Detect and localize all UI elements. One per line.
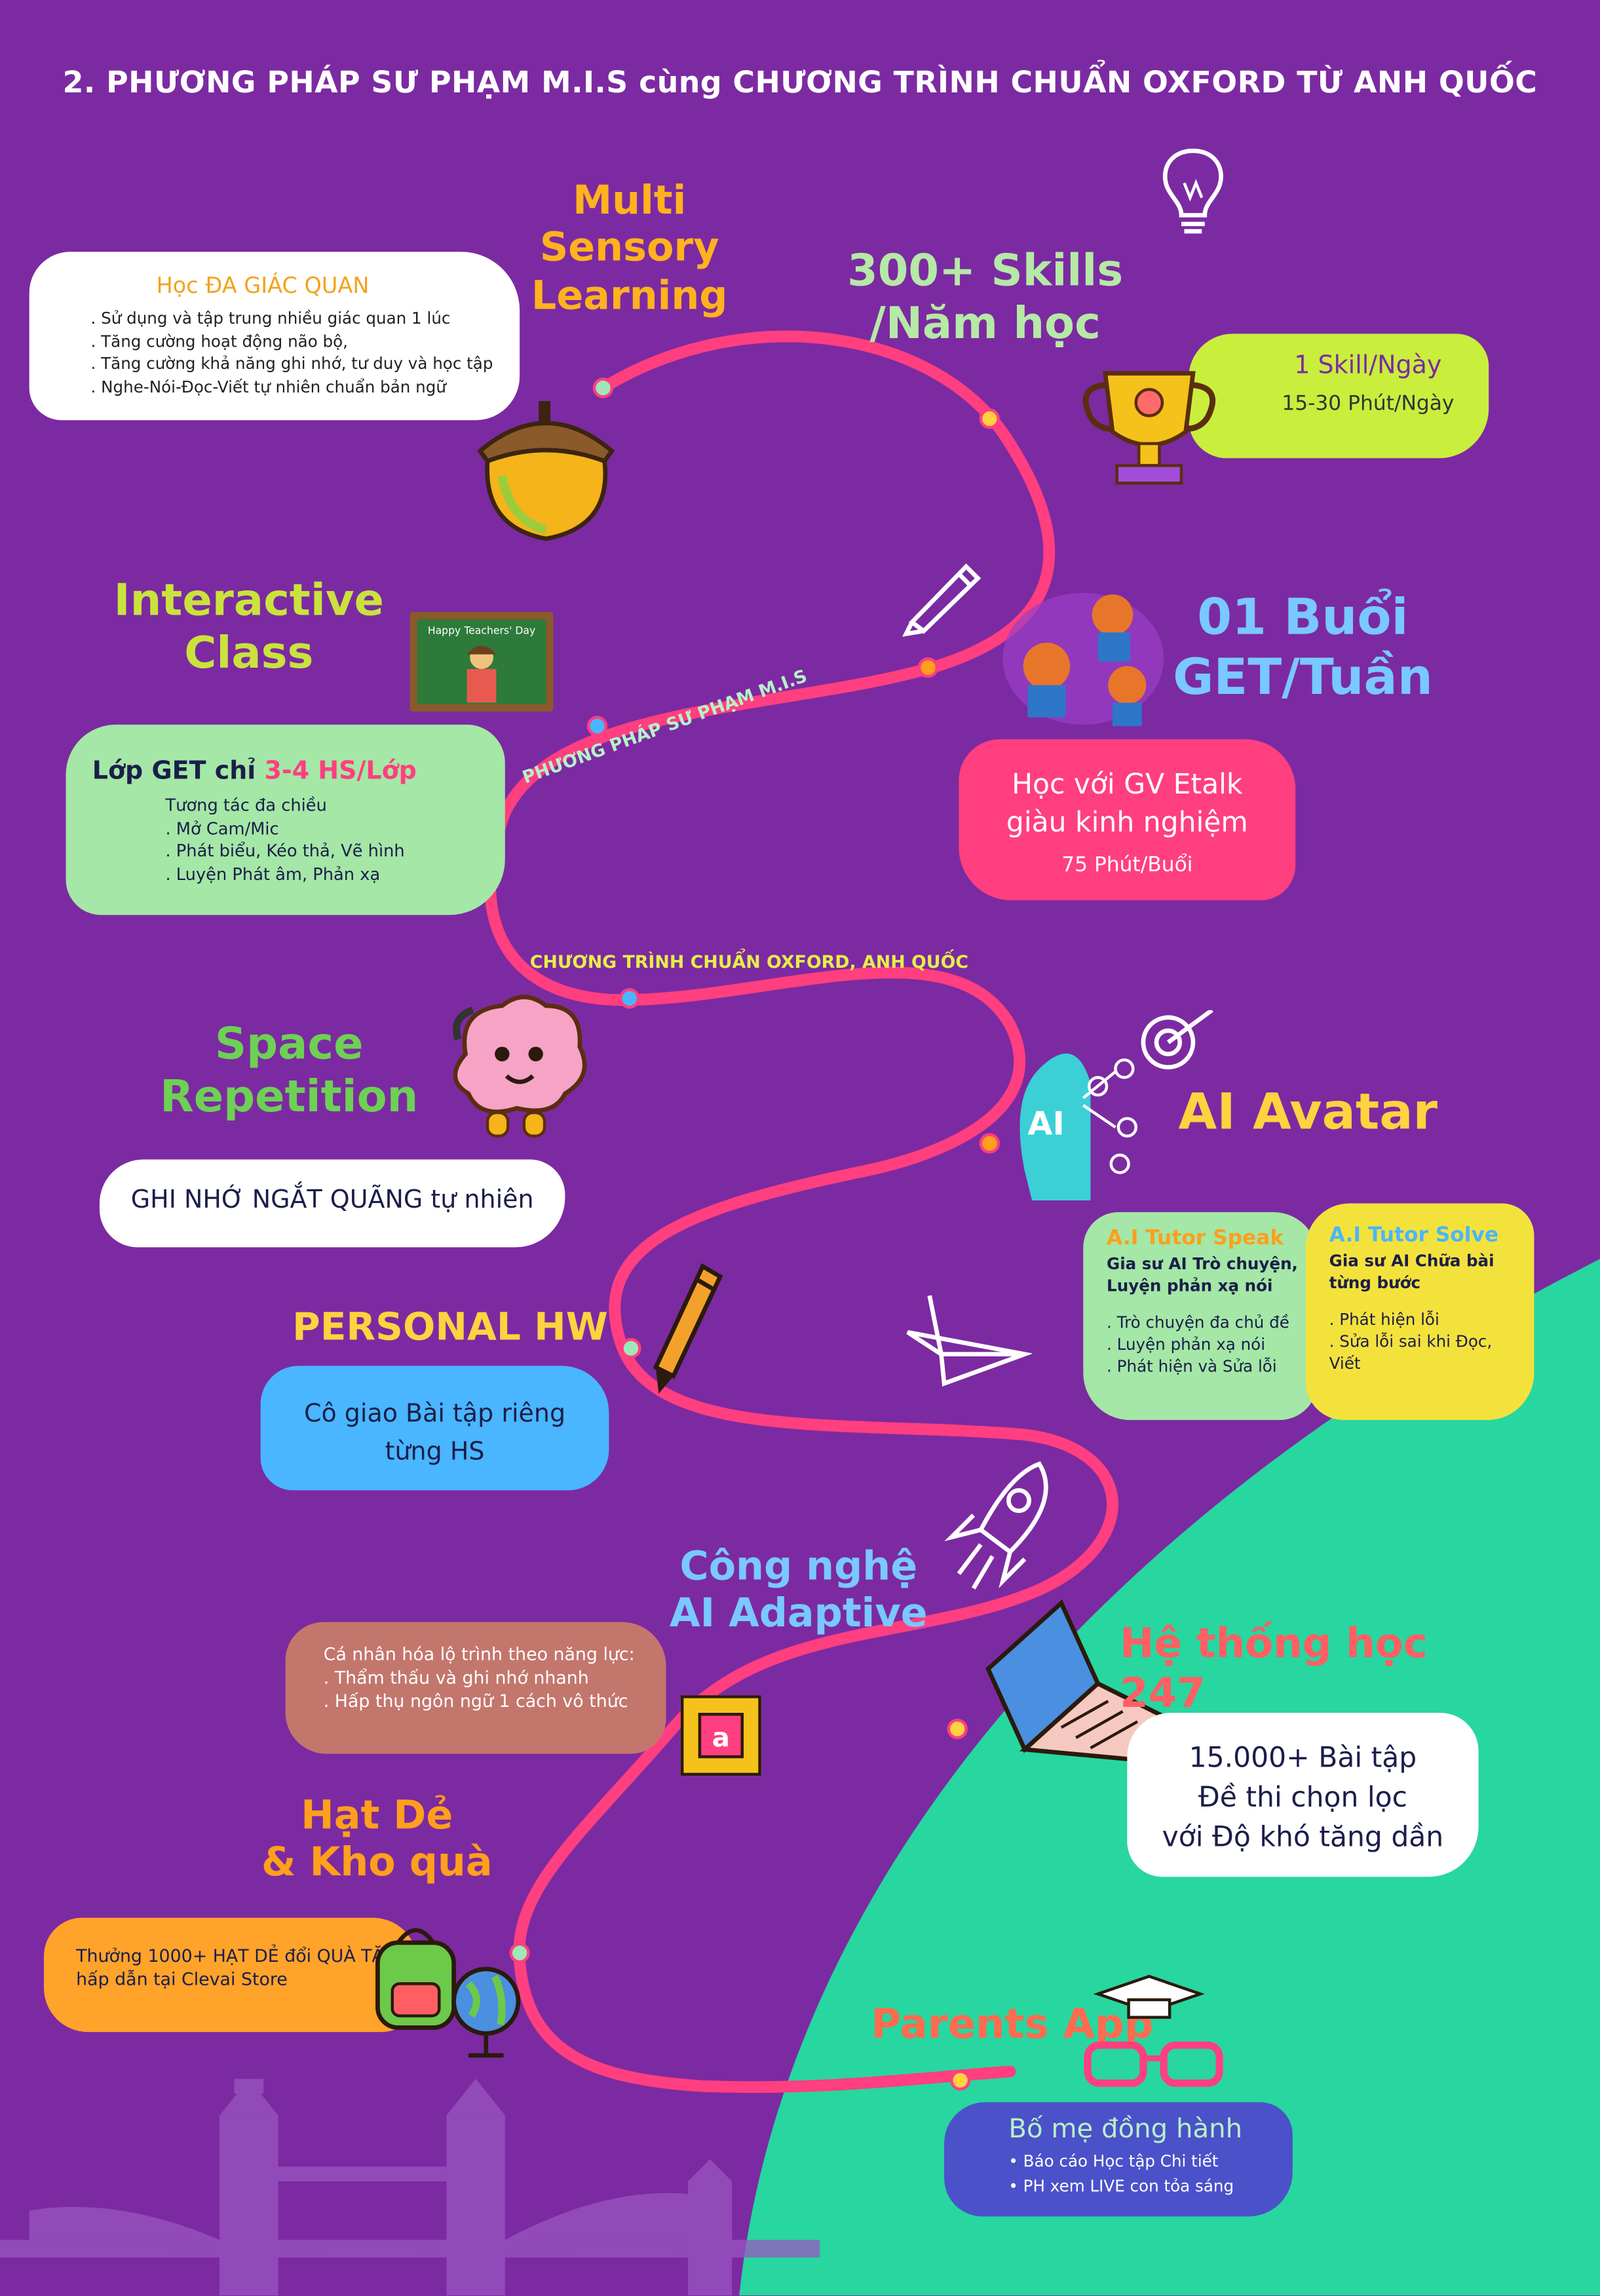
adaptive-bullets: . Thẩm thấu và ghi nhớ nhanh . Hấp thụ n… <box>323 1667 628 1712</box>
multi-sensory-card-title: Học ĐA GIÁC QUAN <box>156 272 370 299</box>
ai-chip-icon: a <box>680 1695 761 1776</box>
multi-sensory-bullets: . Sử dụng và tập trung nhiều giác quan 1… <box>90 309 493 396</box>
rocket-icon <box>944 1461 1048 1590</box>
parents-heading: Parents App <box>871 1999 1154 2048</box>
get-heading: 01 Buổi GET/Tuần <box>1173 588 1433 707</box>
interactive-heading: Interactive Class <box>113 575 384 679</box>
ai-speak-card: A.I Tutor Speak Gia sư AI Trò chuyện, Lu… <box>1083 1212 1318 1421</box>
skills-heading: 300+ Skills /Năm học <box>847 246 1124 350</box>
paper-plane-icon <box>906 1295 1033 1387</box>
pencil-icon <box>902 563 981 637</box>
backpack-globe-icon <box>375 1928 521 2058</box>
skills-card: 1 Skill/Ngày 15-30 Phút/Ngày <box>1189 334 1489 459</box>
lightbulb-icon <box>1162 148 1223 234</box>
ai-solve-card: A.I Tutor Solve Gia sư AI Chữa bài từng … <box>1305 1203 1534 1421</box>
adaptive-card: Cá nhân hóa lộ trình theo năng lực: . Th… <box>285 1622 666 1754</box>
parents-bullets: • Báo cáo Học tập Chi tiết • PH xem LIVE… <box>1008 2152 1234 2196</box>
acorn-icon <box>477 401 615 541</box>
system247-heading: Hệ thống học 247 <box>1120 1619 1428 1717</box>
graduation-glasses-icon <box>1084 1974 1223 2087</box>
get-card: Học với GV Etalk giàu kinh nghiệm 75 Phú… <box>959 739 1296 901</box>
teacher-board: Happy Teachers' Day <box>410 611 554 712</box>
page-title: 2. PHƯƠNG PHÁP SƯ PHẠM M.I.S cùng CHƯƠNG… <box>62 64 1538 100</box>
brain-icon <box>452 995 587 1138</box>
parents-card: Bố mẹ đồng hành • Báo cáo Học tập Chi ti… <box>944 2102 1293 2217</box>
interactive-bullets: . Mở Cam/Mic . Phát biểu, Kéo thả, Vẽ hì… <box>165 817 405 884</box>
hat-de-heading: Hạt Dẻ & Kho quà <box>261 1793 493 1886</box>
ai-head-icon <box>1019 1010 1213 1201</box>
ai-avatar-heading: AI Avatar <box>1178 1083 1438 1142</box>
interactive-card-title: Lớp GET chỉ 3-4 HS/Lớp <box>92 757 417 786</box>
tower-bridge-silhouette <box>0 2078 820 2296</box>
hat-de-card: Thưởng 1000+ HẠT DẺ đổi QUÀ TẶNG hấp dẫn… <box>44 1917 417 2033</box>
multi-sensory-card: Học ĐA GIÁC QUAN . Sử dụng và tập trung … <box>29 252 520 421</box>
multi-sensory-heading: Multi Sensory Learning <box>531 178 728 319</box>
pen-icon <box>653 1263 723 1394</box>
ai-head-label: AI <box>1027 1107 1065 1143</box>
squirrels-icon <box>981 571 1171 732</box>
system247-card: 15.000+ Bài tập Đề thi chọn lọc với Độ k… <box>1127 1713 1479 1877</box>
interactive-card: Lớp GET chỉ 3-4 HS/Lớp Tương tác đa chiề… <box>66 724 505 915</box>
path-dots <box>509 377 1000 2091</box>
space-card: GHI NHỚ NGẮT QUÃNG tự nhiên <box>99 1159 565 1248</box>
teacher-icon <box>467 645 497 703</box>
ai-solve-bullets: . Phát hiện lỗi . Sửa lỗi sai khi Đọc, V… <box>1329 1310 1493 1373</box>
personal-hw-heading: PERSONAL HW <box>292 1305 608 1350</box>
trophy-icon <box>1082 371 1216 485</box>
personal-hw-card: Cô giao Bài tập riêng từng HS <box>260 1366 609 1491</box>
adaptive-heading: Công nghệ AI Adaptive <box>669 1544 928 1637</box>
ai-speak-bullets: . Trò chuyện đa chủ đề . Luyện phản xạ n… <box>1107 1313 1289 1377</box>
space-heading: Space Repetition <box>160 1019 419 1123</box>
path-label-oxford: CHƯƠNG TRÌNH CHUẨN OXFORD, ANH QUỐC <box>529 951 969 972</box>
